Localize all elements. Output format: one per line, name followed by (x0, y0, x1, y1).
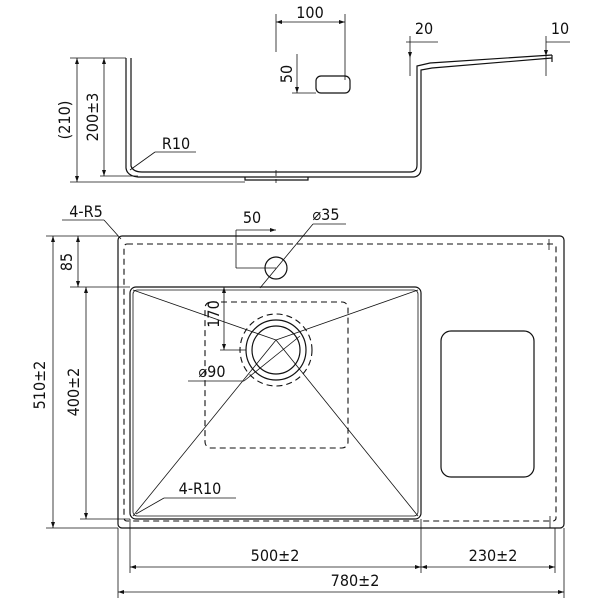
dim-outlet-height: 50 (277, 65, 296, 83)
dim-height-bowl: 400±2 (64, 368, 83, 417)
dim-width-total: 780±2 (331, 571, 380, 590)
dim-depth-total: (210) (55, 101, 74, 140)
overflow-outlet (315, 75, 351, 94)
cutout-dashed-line (123, 243, 557, 522)
top-view: 4-R5 50 ⌀35 85 510±2 400±2 (30, 202, 565, 598)
bowl-inner-outline (132, 289, 419, 517)
dim-width-bowl: 500±2 (251, 546, 300, 565)
label-radius-bottom: R10 (162, 134, 190, 153)
side-view-inner-profile (130, 54, 553, 173)
dim-step-20: 20 (415, 19, 433, 38)
dim-tap-offset: 50 (243, 208, 261, 227)
side-view-bowl-profile (125, 57, 553, 178)
dim-side-width: 100 (296, 3, 323, 22)
grid-dashed-outline (204, 301, 349, 449)
dim-depth-bowl: 200±3 (83, 93, 102, 142)
drain-outer-circle (245, 319, 307, 381)
dim-step-10: 10 (551, 19, 569, 38)
label-tap-diameter: ⌀35 (313, 205, 340, 224)
drain-inner-circle (251, 325, 301, 375)
bowl-outline (129, 286, 422, 520)
label-drain-diameter: ⌀90 (199, 362, 226, 381)
label-bowl-corner-radius: 4-R10 (179, 479, 222, 498)
label-corner-radius: 4-R5 (69, 202, 103, 221)
side-view: 100 50 20 10 (210) 200±3 R10 (55, 3, 570, 183)
sink-outer-outline (117, 235, 565, 529)
dim-top-margin: 85 (57, 253, 76, 271)
drainboard-tray (440, 330, 535, 478)
dim-drain-offset: 170 (204, 300, 223, 327)
dim-height-total: 510±2 (30, 361, 49, 410)
dim-width-drainboard: 230±2 (469, 546, 518, 565)
